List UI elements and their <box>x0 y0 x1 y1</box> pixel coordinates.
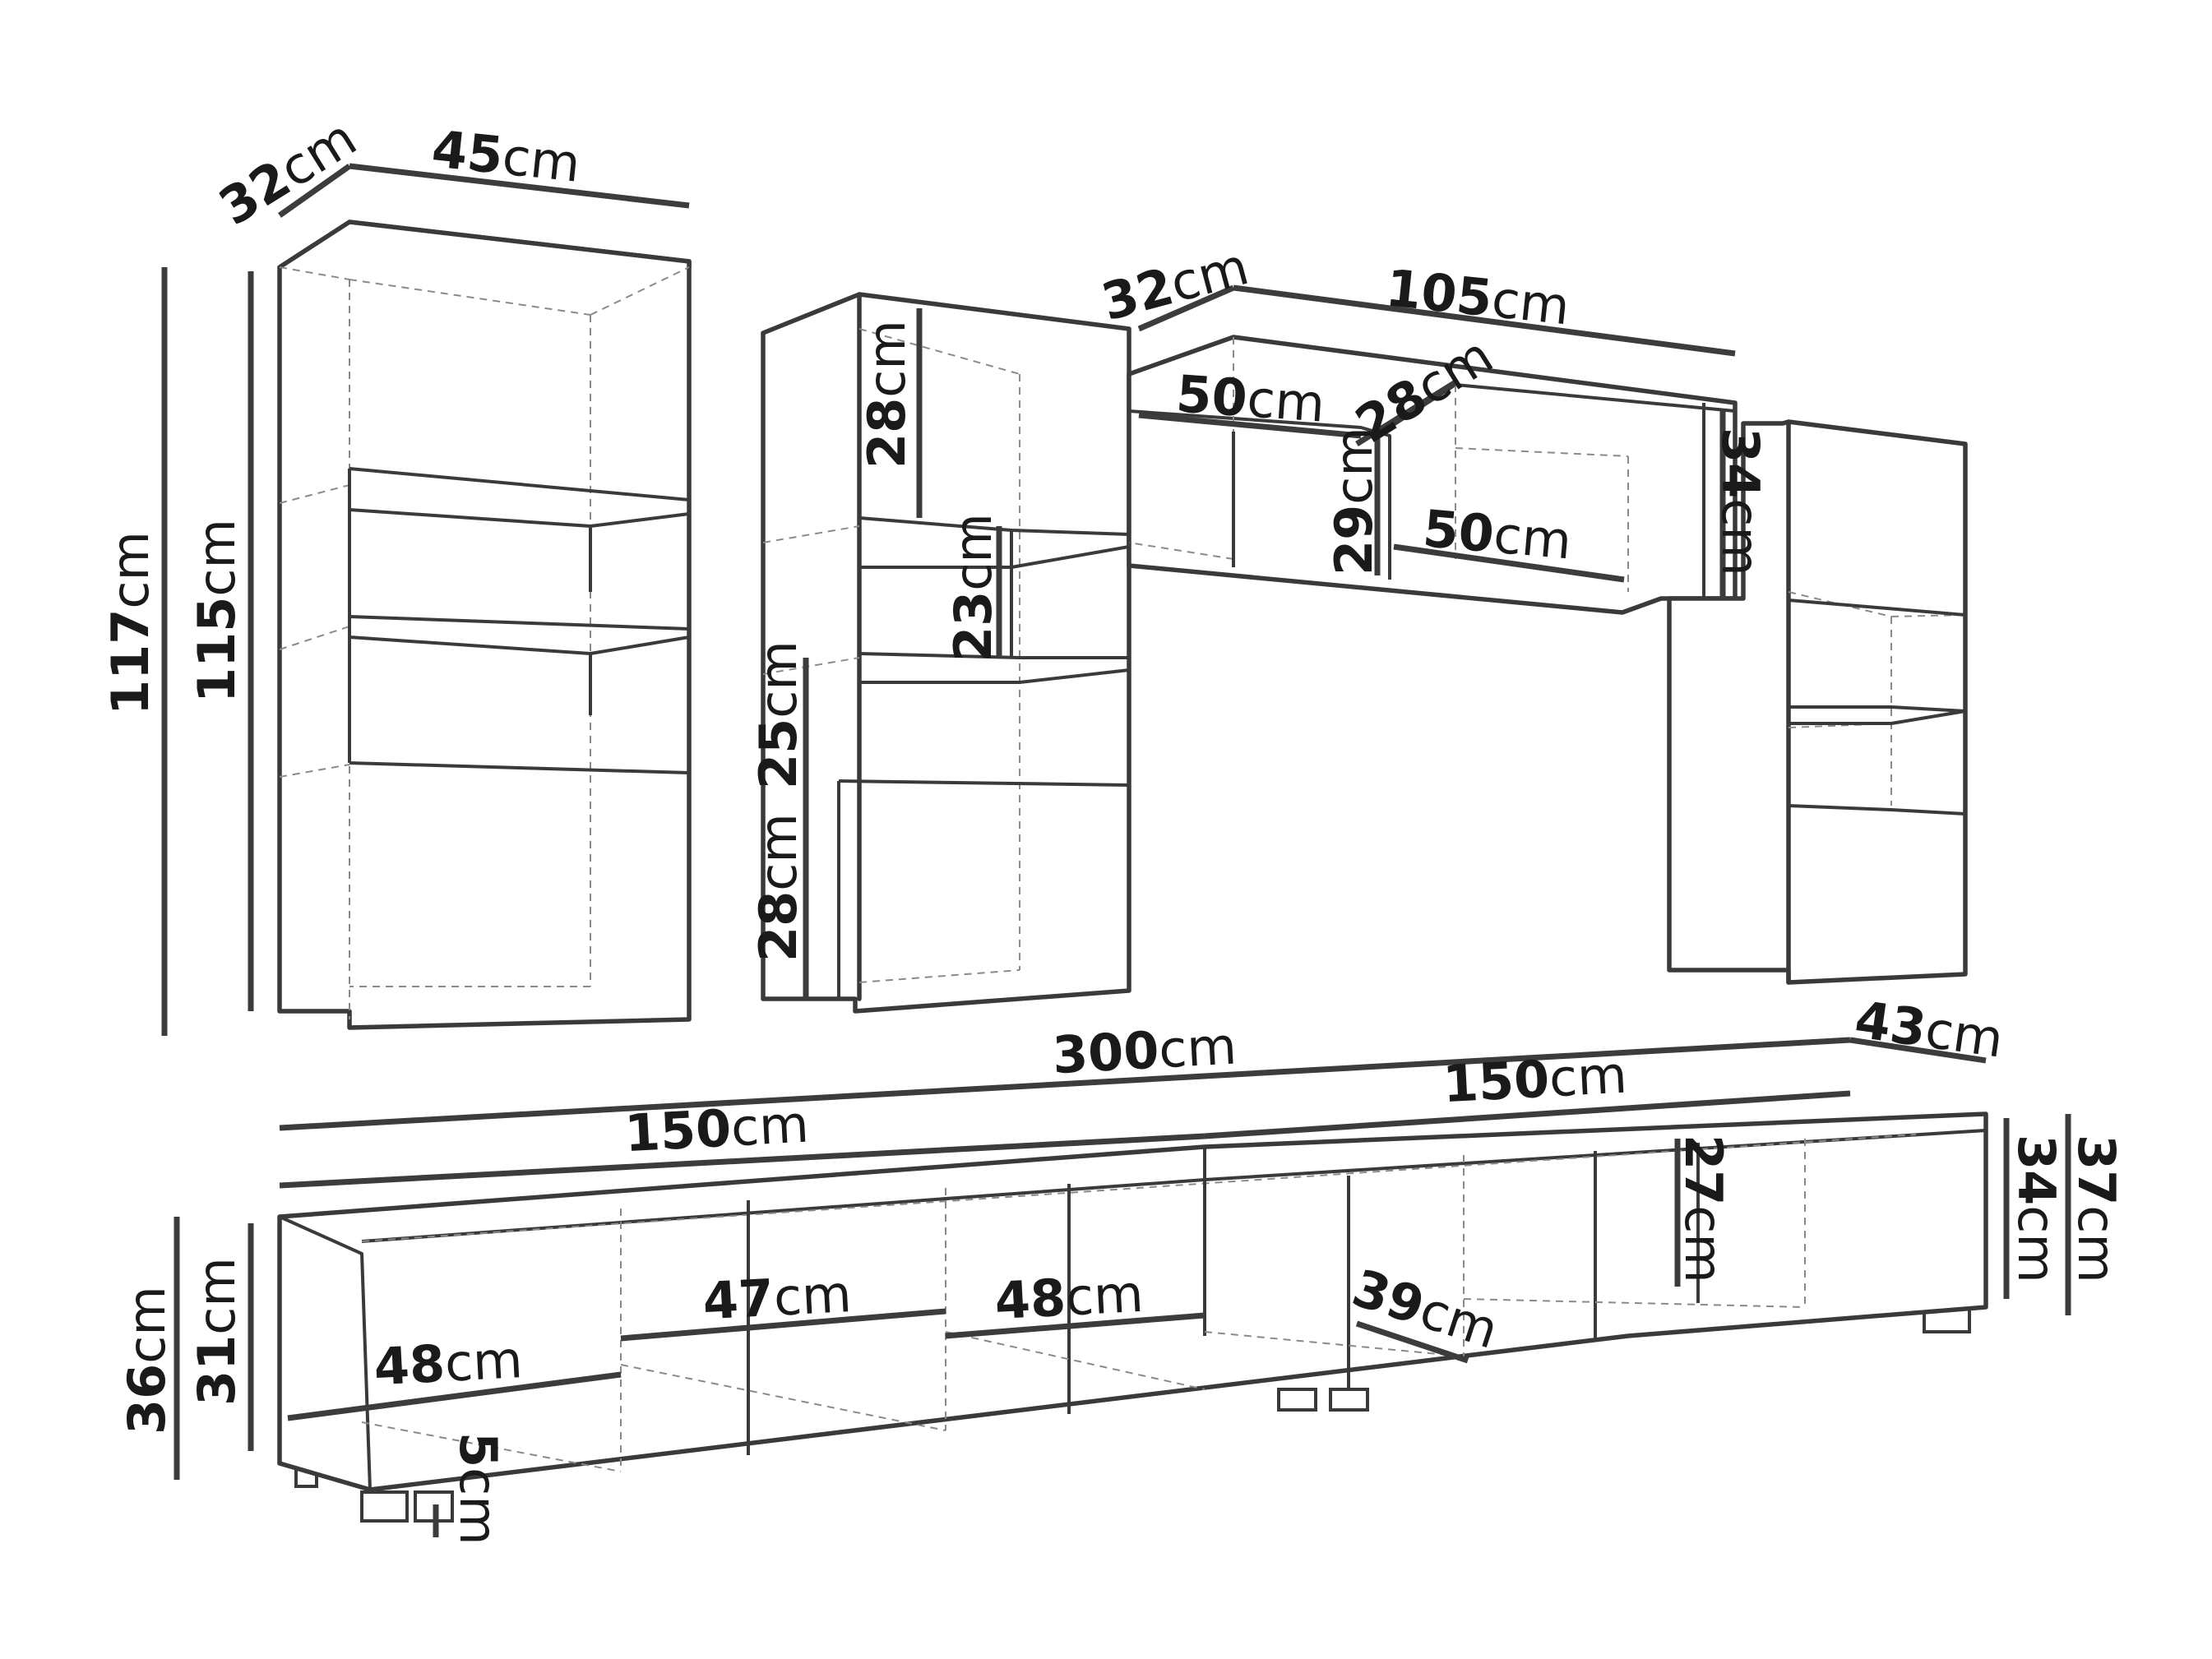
label-bench-inner-compartment-height: 27cm <box>1673 1134 1733 1283</box>
bench-leg <box>1329 1388 1369 1412</box>
label-bench-right-inner-height: 34cm <box>2006 1134 2066 1283</box>
label-tall-cabinet-width: 45cm <box>429 118 583 193</box>
label-bench-module-width-right: 150cm <box>1442 1045 1628 1115</box>
label-wall-shelf-right-height: 34cm <box>1710 427 1770 576</box>
label-wall-shelf-width: 105cm <box>1383 257 1572 336</box>
label-tall-cabinet-total-height: 117cm <box>100 531 160 715</box>
label-bench-leg-height: 5cm <box>448 1432 508 1546</box>
label-tall-cabinet-depth: 32cm <box>209 108 367 238</box>
label-bench-compartment-width-3: 48cm <box>993 1264 1145 1331</box>
label-middle-lower-height: 25cm <box>748 640 808 789</box>
label-wall-shelf-inner-width-left: 50cm <box>1174 363 1326 433</box>
right-cabinet <box>1667 419 1968 985</box>
label-bench-module-width-left: 150cm <box>623 1094 810 1164</box>
label-wall-shelf-inner-width-right: 50cm <box>1421 498 1574 571</box>
label-middle-top-height: 28cm <box>857 320 917 469</box>
label-bench-compartment-width-1: 48cm <box>373 1329 524 1397</box>
middle-cabinet <box>761 292 1131 1014</box>
label-middle-bottom-height: 28cm <box>748 813 808 962</box>
tv-bench <box>277 1111 1988 1523</box>
label-bench-total-width: 300cm <box>1051 1016 1238 1086</box>
label-wall-shelf-inner-height: 29cm <box>1324 427 1384 575</box>
label-middle-middle-height: 23cm <box>943 513 1003 662</box>
label-tall-cabinet-body-height: 115cm <box>187 519 247 703</box>
bench-leg <box>360 1490 409 1523</box>
label-wall-shelf-depth: 32cm <box>1095 236 1255 332</box>
tall-cabinet <box>277 220 692 1030</box>
bench-leg <box>1277 1388 1317 1412</box>
label-bench-compartment-width-2: 47cm <box>701 1264 853 1331</box>
label-bench-depth: 43cm <box>1851 989 2006 1069</box>
label-bench-left-total-height: 36cm <box>117 1286 177 1435</box>
dimension-labels: 32cm 45cm 117cm 115cm 28cm 23cm 25cm 28c… <box>100 108 2126 1546</box>
label-bench-left-inner-height: 31cm <box>187 1257 247 1406</box>
dimension-lines <box>161 163 2071 1537</box>
label-bench-right-total-height: 37cm <box>2066 1134 2126 1283</box>
